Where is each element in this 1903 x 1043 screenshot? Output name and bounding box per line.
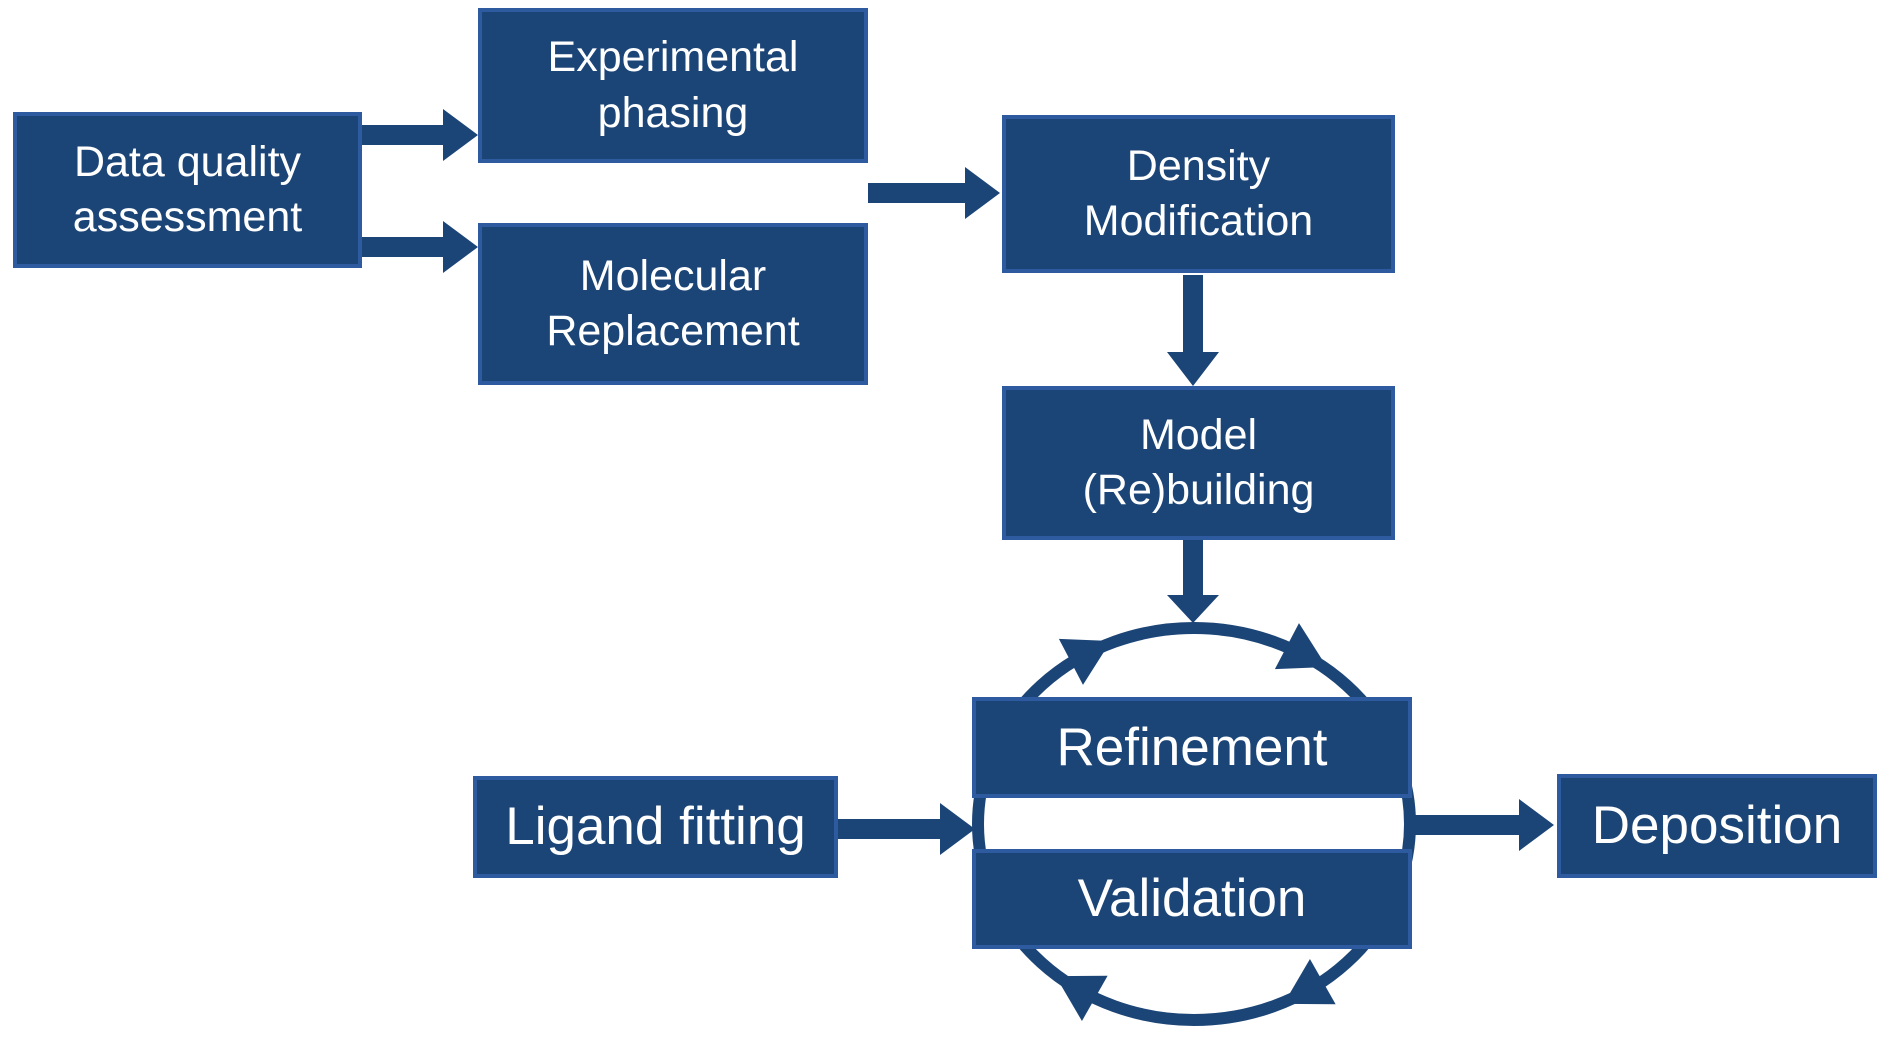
node-label: Deposition xyxy=(1591,796,1843,856)
node-density-modification: Density Modification xyxy=(1002,115,1395,273)
cycle-arrowhead-top-right xyxy=(1274,623,1327,670)
node-label: Experimental phasing xyxy=(547,33,799,137)
arrow-data-quality-to-molecular-replacement xyxy=(362,221,478,273)
node-label: Model (Re)building xyxy=(1082,410,1315,514)
arrow-cycle-to-deposition xyxy=(1408,799,1554,851)
node-experimental-phasing: Experimental phasing xyxy=(478,8,868,163)
cycle-ellipse xyxy=(972,622,1416,1026)
arrow-ligand-to-cycle xyxy=(838,803,975,855)
node-label: Refinement xyxy=(1056,717,1328,777)
arrow-model-to-cycle xyxy=(1167,540,1219,623)
node-ligand-fitting: Ligand fitting xyxy=(473,776,838,878)
arrow-data-quality-to-experimental-phasing xyxy=(362,109,478,161)
node-validation: Validation xyxy=(972,849,1412,949)
node-data-quality-assessment: Data quality assessment xyxy=(13,112,362,268)
cycle-arrowhead-top-left xyxy=(1058,638,1111,685)
node-label: Molecular Replacement xyxy=(546,251,800,355)
arrow-density-to-model-rebuilding xyxy=(1167,275,1219,386)
node-refinement: Refinement xyxy=(972,697,1412,798)
arrow-phasing-to-density-modification xyxy=(868,167,1000,219)
node-label: Validation xyxy=(1077,869,1307,929)
node-molecular-replacement: Molecular Replacement xyxy=(478,223,868,385)
node-deposition: Deposition xyxy=(1557,774,1877,878)
node-label: Data quality assessment xyxy=(72,137,303,241)
cycle-arrowhead-bottom-left xyxy=(1055,975,1108,1022)
node-label: Ligand fitting xyxy=(505,797,806,857)
node-model-rebuilding: Model (Re)building xyxy=(1002,386,1395,540)
cycle-arrowhead-bottom-right xyxy=(1283,958,1336,1005)
node-label: Density Modification xyxy=(1083,141,1314,245)
